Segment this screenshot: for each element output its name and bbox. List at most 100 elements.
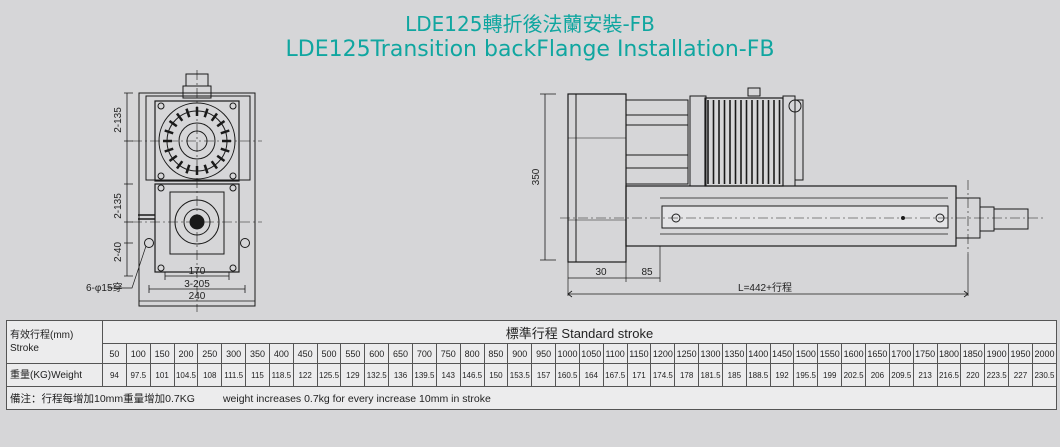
weight-cell: 213 [912, 363, 938, 387]
weight-cell: 230.5 [1031, 363, 1058, 387]
weight-cell: 146.5 [459, 363, 485, 387]
dim-2-135-mid: 2-135 [113, 193, 124, 219]
weight-cell: 178 [674, 363, 700, 387]
stroke-cell: 750 [435, 343, 461, 364]
fin [210, 112, 219, 122]
weight-cell: 181.5 [698, 363, 723, 387]
dim-2-135-top: 2-135 [113, 107, 124, 133]
side-flange [567, 93, 627, 263]
fin [203, 164, 209, 174]
weight-cell: 139.5 [411, 363, 437, 387]
stroke-cell: 1250 [674, 343, 700, 364]
weight-cell: 185 [721, 363, 747, 387]
stroke-cell: 450 [292, 343, 318, 364]
stroke-cell: 1700 [888, 343, 914, 364]
table-header-row: 有效行程(mm) Stroke 標準行程 Standard stroke [6, 320, 1057, 364]
weight-cell: 164 [578, 363, 604, 387]
weight-cell: 174.5 [650, 363, 676, 387]
stroke-cell: 1950 [1008, 343, 1033, 364]
weight-cell: 160.5 [555, 363, 580, 387]
title-english: LDE125Transition backFlange Installation… [285, 37, 775, 62]
stroke-cell: 1300 [698, 343, 723, 364]
stroke-cell: 1050 [578, 343, 604, 364]
stroke-cell: 300 [221, 343, 247, 364]
stroke-cell: 950 [531, 343, 557, 364]
stroke-header-zh: 有效行程(mm) [10, 330, 74, 341]
weight-cell: 94 [102, 363, 127, 387]
dim-2-40: 2-40 [113, 242, 124, 262]
standard-stroke-header: 標準行程 Standard stroke [102, 320, 1057, 344]
weight-cell: 150 [483, 363, 509, 387]
fin [216, 119, 226, 128]
stroke-cell: 1200 [650, 343, 676, 364]
dim-3-205: 3-205 [184, 279, 210, 290]
weight-cell: 199 [817, 363, 843, 387]
stroke-cell: 200 [173, 343, 199, 364]
fin [168, 119, 178, 128]
dim-350: 350 [531, 168, 542, 185]
weight-cell: 101 [149, 363, 175, 387]
stroke-cell: 1850 [960, 343, 986, 364]
technical-drawing: 2-135 2-135 2-40 6-φ15穿 170 3-205 240 35… [86, 70, 1045, 312]
weight-cell: 115 [245, 363, 270, 387]
weight-cell: 129 [340, 363, 366, 387]
fin [185, 108, 191, 118]
dim-240: 240 [189, 291, 206, 302]
stroke-cell: 350 [245, 343, 270, 364]
stroke-cell: 1350 [721, 343, 747, 364]
weight-cell: 143 [435, 363, 461, 387]
stroke-cell: 1450 [769, 343, 795, 364]
weight-cell: 125.5 [316, 363, 342, 387]
mount-hole [144, 238, 154, 248]
stroke-cell: 150 [149, 343, 175, 364]
stroke-cell: 1150 [626, 343, 652, 364]
fin [168, 154, 178, 163]
stroke-cell: 1100 [602, 343, 628, 364]
weight-cell: 220 [960, 363, 986, 387]
stroke-cell: 50 [102, 343, 127, 364]
weight-cell: 209.5 [888, 363, 914, 387]
stroke-cell: 1550 [817, 343, 843, 364]
weight-cell: 153.5 [507, 363, 533, 387]
stroke-cell: 600 [364, 343, 390, 364]
weight-cell: 188.5 [745, 363, 771, 387]
piston-rod [993, 208, 1029, 230]
fin [185, 164, 191, 174]
motor-ribs [707, 100, 781, 184]
front-view [108, 70, 262, 312]
weight-cell: 118.5 [268, 363, 294, 387]
weight-cell: 104.5 [173, 363, 199, 387]
title-chinese: LDE125轉折後法蘭安裝-FB [405, 12, 655, 36]
weight-cell: 136 [388, 363, 413, 387]
stroke-cell: 500 [316, 343, 342, 364]
note-zh: 備注：行程每增加10mm重量增加0.7KG [10, 392, 195, 405]
stroke-cell: 1600 [841, 343, 866, 364]
fin [210, 160, 219, 170]
dim-length: L=442+行程 [738, 281, 792, 294]
dim-170: 170 [189, 266, 206, 277]
weight-cell: 111.5 [221, 363, 247, 387]
motor-body-side [704, 97, 784, 187]
weight-cell: 167.5 [602, 363, 628, 387]
weight-cell: 195.5 [793, 363, 819, 387]
stroke-cell: 1500 [793, 343, 819, 364]
stroke-cell: 1800 [936, 343, 962, 364]
stroke-cell: 1000 [555, 343, 580, 364]
fin [203, 108, 209, 118]
weight-cell: 227 [1008, 363, 1033, 387]
stroke-cell: 1650 [865, 343, 890, 364]
weight-cell: 157 [531, 363, 557, 387]
weight-cell: 192 [769, 363, 795, 387]
fin [164, 147, 174, 153]
fin [175, 112, 184, 122]
weight-cell: 202.5 [841, 363, 866, 387]
stroke-cell: 400 [268, 343, 294, 364]
weight-cell: 206 [865, 363, 890, 387]
stroke-cell: 250 [197, 343, 223, 364]
stroke-cell: 2000 [1031, 343, 1058, 364]
transmission-housing [625, 99, 689, 185]
weight-cell: 132.5 [364, 363, 390, 387]
weight-cell: 122 [292, 363, 318, 387]
